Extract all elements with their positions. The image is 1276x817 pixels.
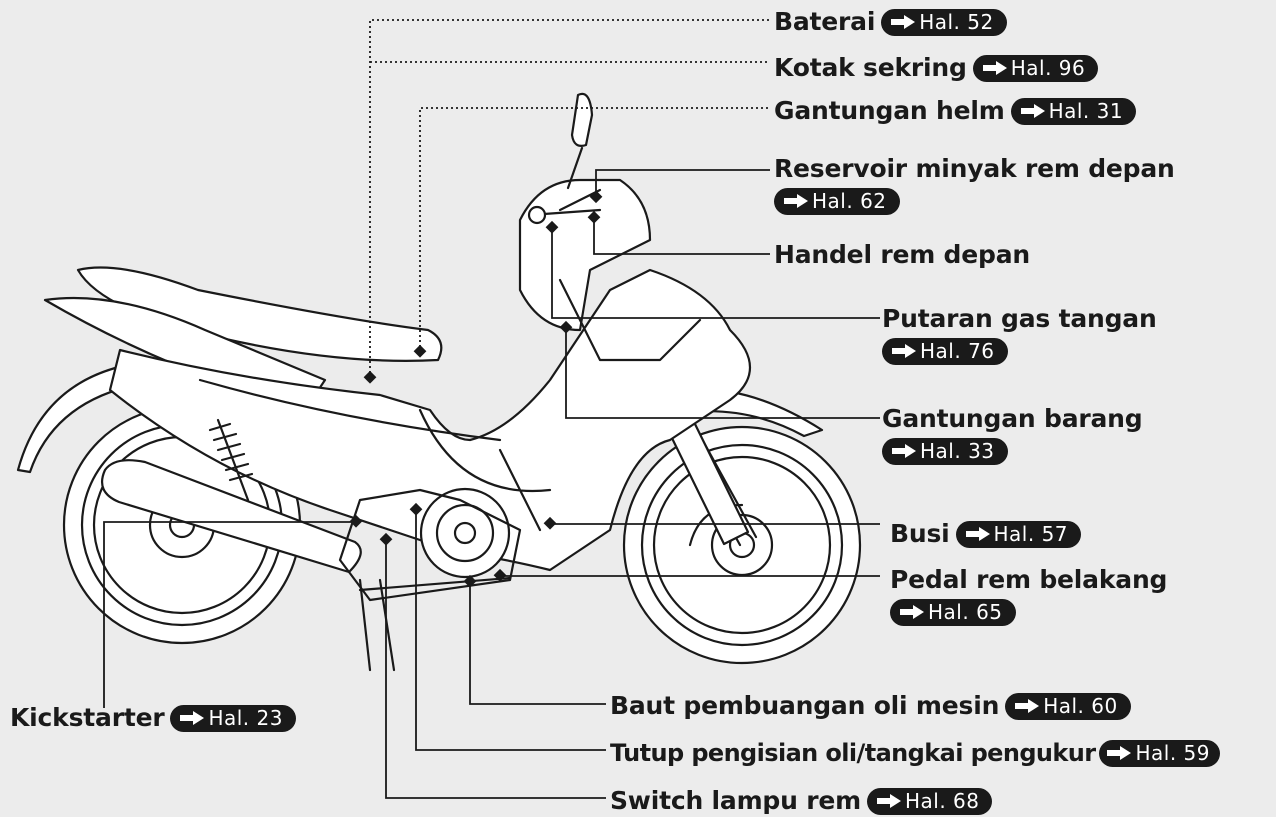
page-ref-gantungan-barang: Hal. 33 xyxy=(882,437,1008,465)
right-arrow-icon xyxy=(1106,745,1132,761)
motorcycle-illustration xyxy=(16,92,862,672)
marker-tutup-oli xyxy=(409,502,423,516)
label-handel-rem: Handel rem depan xyxy=(774,240,1030,269)
right-arrow-icon xyxy=(899,604,925,620)
right-arrow-icon xyxy=(179,710,205,726)
right-arrow-icon xyxy=(783,193,809,209)
body-panel xyxy=(108,268,752,572)
engine xyxy=(338,487,522,602)
page-ref-pedal-rem: Hal. 65 xyxy=(890,598,1016,626)
right-arrow-icon xyxy=(965,526,991,542)
stand xyxy=(358,578,396,672)
marker-baterai xyxy=(363,370,377,384)
right-arrow-icon xyxy=(891,343,917,359)
mirror xyxy=(566,92,594,190)
marker-switch-lampu xyxy=(379,532,393,546)
muffler xyxy=(101,459,362,574)
front-wheel xyxy=(622,425,862,665)
leader-gantungan-helm xyxy=(419,107,770,352)
page-ref-putaran-gas: Hal. 76 xyxy=(882,337,1008,365)
right-arrow-icon xyxy=(890,14,916,30)
right-arrow-icon xyxy=(891,443,917,459)
leader-baut-oli xyxy=(469,582,606,705)
page-ref-switch-lampu: Hal. 68 xyxy=(866,787,993,815)
right-arrow-icon xyxy=(1020,103,1046,119)
page-ref-baut-oli: Hal. 60 xyxy=(1005,692,1131,720)
page-ref-kickstarter: Hal. 23 xyxy=(170,704,296,732)
right-arrow-icon xyxy=(1014,698,1040,714)
page-ref-gantungan-helm: Hal. 31 xyxy=(1010,97,1137,125)
page-ref-busi: Hal. 57 xyxy=(955,520,1082,548)
page-ref-baterai: Hal. 52 xyxy=(881,8,1007,36)
right-arrow-icon xyxy=(982,60,1008,76)
page-ref-reservoir: Hal. 62 xyxy=(774,187,900,215)
leader-kickstarter xyxy=(103,521,356,708)
leader-gantungan-barang xyxy=(565,328,880,419)
marker-pedal-rem xyxy=(493,568,507,582)
right-arrow-icon xyxy=(876,793,902,809)
leader-lines xyxy=(103,19,880,799)
marker-busi xyxy=(543,516,557,530)
leader-tutup-oli xyxy=(415,510,606,751)
leader-switch-lampu xyxy=(385,540,606,799)
marker-gantungan-helm xyxy=(413,344,427,358)
marker-baut-oli xyxy=(463,574,477,588)
marker-kickstarter xyxy=(349,514,363,528)
rear-shock xyxy=(208,418,254,502)
page-ref-tutup-oli: Hal. 59 xyxy=(1099,739,1220,767)
leader-reservoir xyxy=(595,169,770,196)
leader-putaran-gas xyxy=(551,228,880,319)
page-ref-kotak-sekring: Hal. 96 xyxy=(972,54,1099,82)
leader-handel-rem xyxy=(593,218,770,255)
